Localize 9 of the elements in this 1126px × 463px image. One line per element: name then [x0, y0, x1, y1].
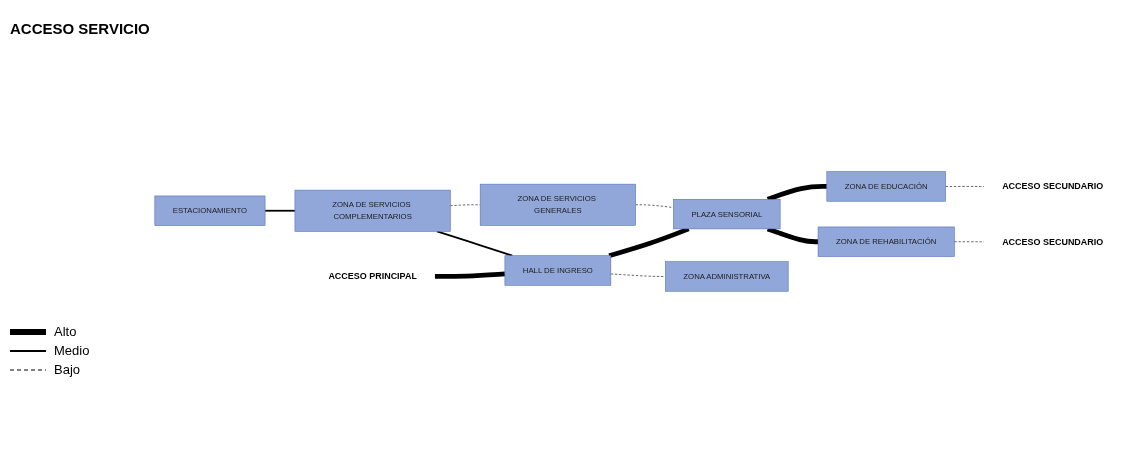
connector: [264, 209, 296, 212]
connector: [434, 271, 506, 279]
node-text: ACCESO SECUNDARIO: [1002, 180, 1104, 192]
note-text: ACCESO SERVICIO: [10, 20, 150, 37]
legend-label: Alto: [54, 324, 77, 339]
legend-label: Medio: [54, 343, 90, 358]
node-text: ACCESO PRINCIPAL: [328, 270, 417, 282]
node-text: ACCESO SECUNDARIO: [1002, 236, 1104, 247]
legend-label: Bajo: [54, 362, 81, 377]
